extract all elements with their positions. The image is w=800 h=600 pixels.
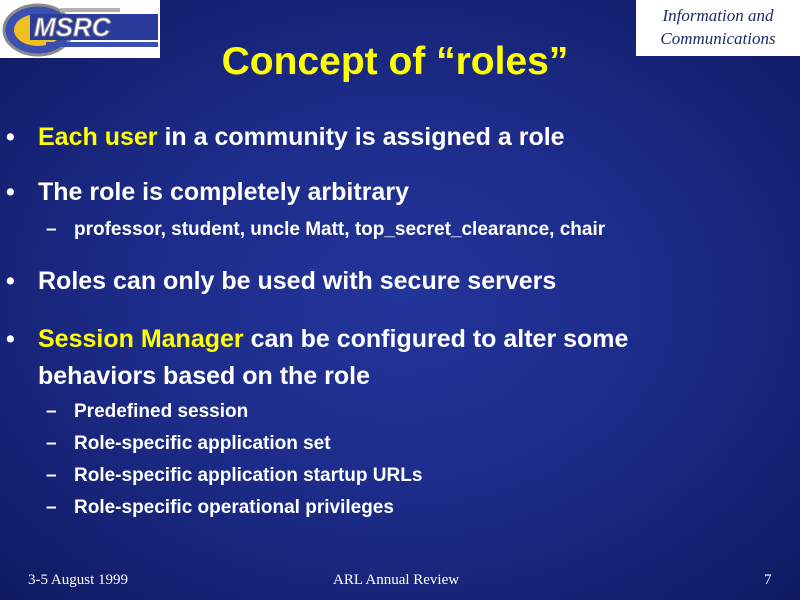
org-line-1: Information and: [662, 6, 774, 25]
footer-date: 3-5 August 1999: [28, 572, 129, 588]
bullet-text: Roles can only be used with secure serve…: [38, 267, 557, 295]
footer-event: ARL Annual Review: [333, 572, 460, 588]
sub-bullet-text: professor, student, uncle Matt, top_secr…: [74, 219, 606, 240]
bullet-text: Session Manager can be configured to alt…: [38, 321, 788, 358]
bullet-text: The role is completely arbitrary: [38, 178, 409, 206]
logo-text: MSRC: [34, 12, 112, 42]
sub-bullet-text: Role-specific application startup URLs: [74, 465, 423, 486]
bullet-dot-icon: •: [6, 325, 15, 353]
slide-title: Concept of “roles”: [221, 40, 569, 83]
dash-icon: –: [46, 219, 57, 240]
bullet-dot-icon: •: [6, 267, 15, 295]
org-line-2: Communications: [660, 29, 776, 48]
org-label-box: Information and Communications: [636, 0, 800, 56]
bullet-rest: can be configured to alter some: [243, 325, 629, 353]
logo-graphic: MSRC: [2, 3, 158, 57]
sub-bullet-text: Role-specific operational privileges: [74, 497, 394, 518]
dash-icon: –: [46, 465, 57, 486]
bullet-dot-icon: •: [6, 178, 15, 206]
footer-page-number: 7: [764, 572, 772, 588]
bullet-text-continued: behaviors based on the role: [38, 362, 371, 390]
bullet-rest: in a community is assigned a role: [157, 123, 565, 151]
sub-bullet-text: Role-specific application set: [74, 433, 331, 454]
bullet-dot-icon: •: [6, 123, 15, 151]
dash-icon: –: [46, 433, 57, 454]
msrc-logo: MSRC: [0, 0, 160, 58]
bullet-text: Each user in a community is assigned a r…: [38, 119, 788, 156]
dash-icon: –: [46, 497, 57, 518]
dash-icon: –: [46, 401, 57, 422]
bullet-highlight: Each user: [38, 123, 158, 151]
sub-bullet-text: Predefined session: [74, 401, 249, 422]
bullet-highlight: Session Manager: [38, 325, 244, 353]
